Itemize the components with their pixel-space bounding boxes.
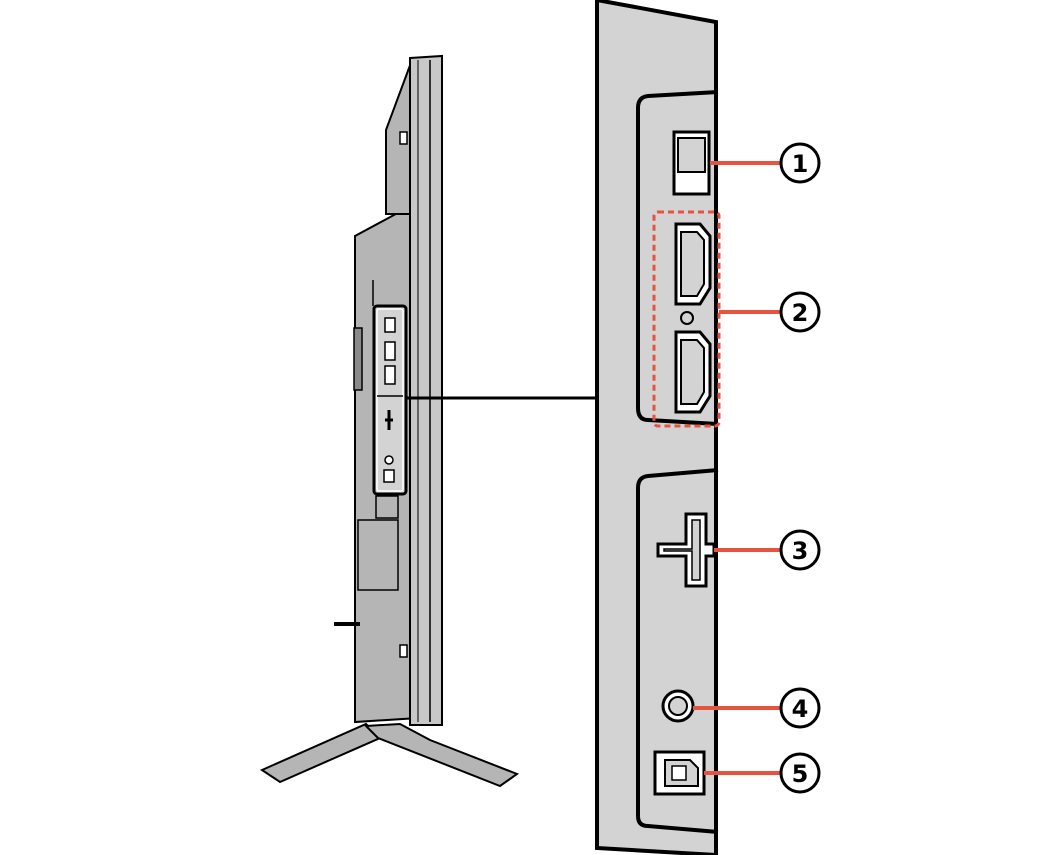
- callout-number-3: 3: [792, 537, 809, 565]
- usb-port-icon: [672, 130, 711, 196]
- side-button-strip: [353, 327, 363, 391]
- callout-number-5: 5: [792, 760, 809, 788]
- zoomed-side-panel: [595, 0, 721, 855]
- stand-bracket: [357, 519, 399, 591]
- callout-number-1: 1: [792, 150, 809, 178]
- callout-circle-2: [779, 291, 821, 333]
- optical-audio-out-icon: [653, 750, 706, 796]
- mini-antenna-port: [385, 410, 393, 430]
- tv-connector-area: [372, 304, 408, 496]
- callout-circle-1: [779, 142, 821, 184]
- tv-screen-edge: [409, 54, 443, 726]
- upper-mount-clip: [399, 131, 408, 145]
- callout-circle-4: [779, 687, 821, 729]
- hdmi-ports-icon: [652, 210, 721, 428]
- lower-recess: [636, 468, 719, 834]
- callout-number-2: 2: [792, 299, 809, 327]
- headphone-jack-icon: [661, 689, 695, 723]
- callout-number-4: 4: [792, 695, 809, 723]
- mini-headphone-jack: [384, 455, 394, 465]
- callouts: 1 2 3 4 5: [693, 142, 821, 794]
- stand-neck: [375, 495, 399, 519]
- panel-body: [595, 0, 718, 855]
- lower-mount-clip: [399, 644, 408, 658]
- tv-side-view: [259, 54, 597, 788]
- callout-circle-5: [779, 752, 821, 794]
- antenna-input-icon: [656, 512, 716, 588]
- mini-hdmi-port-2: [384, 365, 396, 385]
- upper-recess: [636, 90, 719, 426]
- callout-circle-3: [779, 529, 821, 571]
- stand-foot-left: [259, 722, 382, 784]
- mini-hdmi-port-1: [384, 341, 396, 361]
- mini-usb-port: [384, 317, 396, 333]
- stand-foot-right: [363, 722, 520, 788]
- mini-optical-port: [383, 469, 395, 483]
